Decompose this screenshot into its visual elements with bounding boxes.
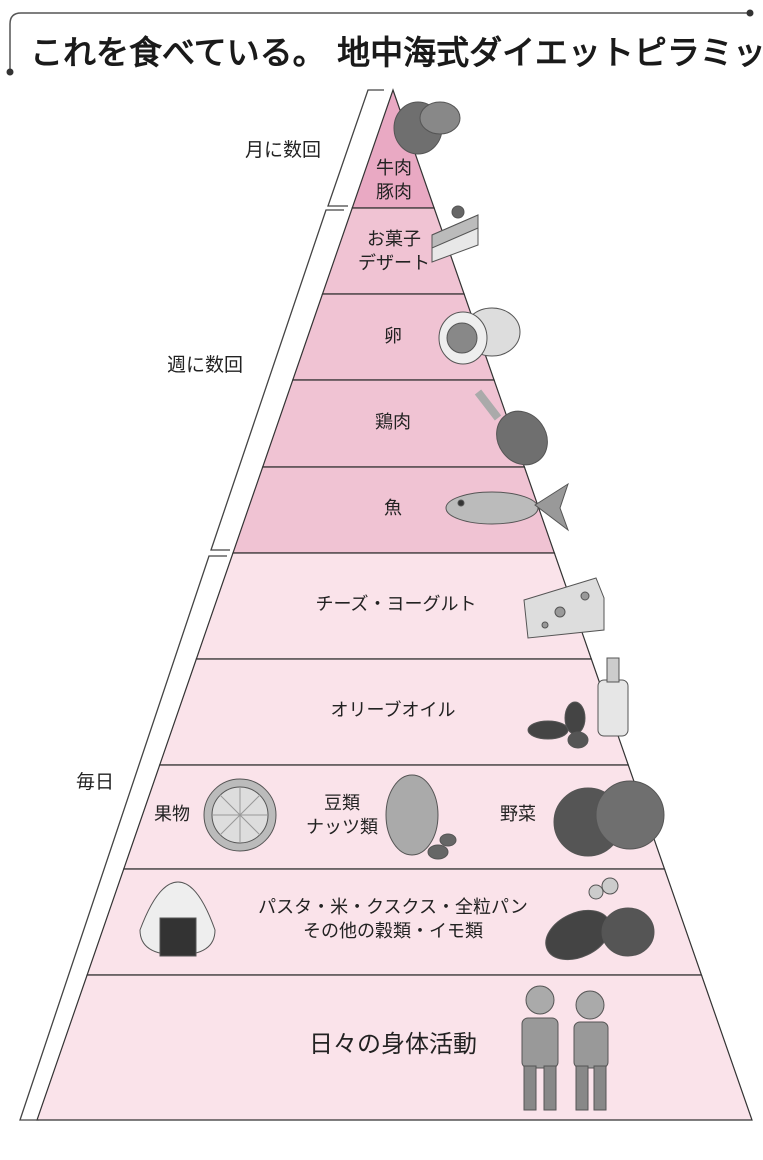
bracket-weekly xyxy=(210,209,344,551)
title-frame-line xyxy=(9,12,750,72)
sweet-potato-icon xyxy=(545,877,655,961)
pyramid-tier xyxy=(36,974,753,1121)
tier-label-beans-nuts: 豆類ナッツ類 xyxy=(306,792,378,840)
page-title: これを食べている。 地中海式ダイエットピラミッド xyxy=(30,33,763,72)
tier-label-fruit: 果物 xyxy=(154,804,190,825)
tier-label-olive-oil: オリーブオイル xyxy=(330,700,456,721)
tier-label-fish: 魚 xyxy=(384,498,402,519)
chicken-leg-icon xyxy=(474,389,548,466)
label-line: 豚肉 xyxy=(376,182,412,203)
tier-label-chicken: 鶏肉 xyxy=(375,412,411,433)
olive-oil-icon xyxy=(527,657,629,749)
frequency-weekly: 週に数回 xyxy=(167,354,244,376)
label-line: 豆類 xyxy=(324,793,360,814)
exercise-people-icon xyxy=(521,985,609,1111)
tier-label-egg: 卵 xyxy=(384,326,402,347)
tier-label-sweets: お菓子デザート xyxy=(358,228,430,276)
peanut-icon xyxy=(385,774,457,860)
rice-ball-icon xyxy=(139,881,216,957)
label-line: 牛肉 xyxy=(376,158,412,179)
tier-label-grains: パスタ・米・クスクス・全粒パンその他の穀類・イモ類 xyxy=(258,896,528,944)
tier-label-meat: 牛肉豚肉 xyxy=(376,157,412,205)
bracket-daily xyxy=(19,555,227,1121)
tomato-icon xyxy=(553,780,665,857)
fish-icon xyxy=(445,482,570,532)
cheese-icon xyxy=(523,577,605,639)
meat-icon xyxy=(393,101,461,155)
label-line: パスタ・米・クスクス・全粒パン xyxy=(258,897,528,918)
frequency-daily: 毎日 xyxy=(76,771,115,793)
egg-icon xyxy=(438,307,521,365)
title-frame-dot xyxy=(746,9,754,17)
frequency-monthly: 月に数回 xyxy=(245,139,322,161)
title-frame-dot xyxy=(6,68,14,76)
tier-label-dairy: チーズ・ヨーグルト xyxy=(315,594,477,615)
bracket-monthly xyxy=(327,89,384,207)
tier-label-activity: 日々の身体活動 xyxy=(309,1030,477,1058)
tier-label-vegetables: 野菜 xyxy=(500,804,536,825)
label-line: その他の穀類・イモ類 xyxy=(302,921,483,942)
orange-icon xyxy=(203,778,277,852)
label-line: お菓子 xyxy=(367,229,421,250)
label-line: デザート xyxy=(358,253,430,274)
label-line: ナッツ類 xyxy=(306,817,378,838)
cake-icon xyxy=(431,205,479,263)
